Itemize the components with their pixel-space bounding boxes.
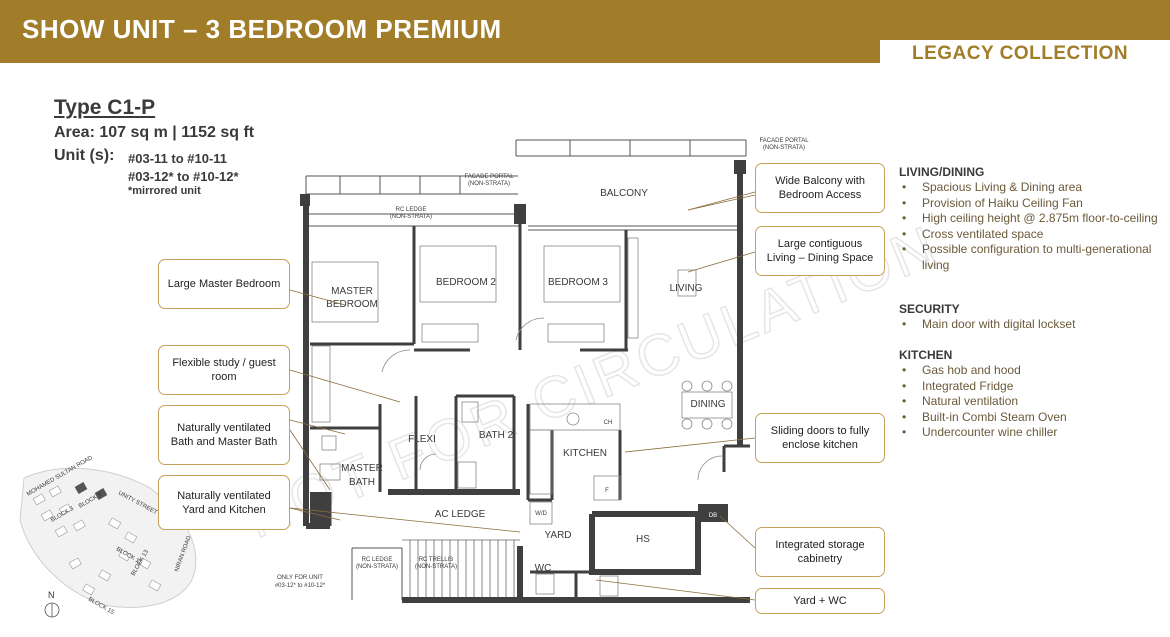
feature-item: Main door with digital lockset	[899, 317, 1075, 333]
room-bath2: BATH 2	[479, 430, 514, 441]
note-facade-mid-2: (NON-STRATA)	[763, 145, 805, 151]
callout-bath: Naturally ventilated Bath and Master Bat…	[158, 405, 290, 465]
feature-item: Cross ventilated space	[899, 227, 1158, 243]
callout-master-bedroom: Large Master Bedroom	[158, 259, 290, 309]
room-flexi: FLEXI	[408, 434, 436, 445]
room-master-bath-2: BATH	[349, 477, 375, 488]
feature-item: Provision of Haiku Ceiling Fan	[899, 196, 1158, 212]
collection-tab	[880, 40, 1170, 68]
mirrored-note: *mirrored unit	[128, 185, 201, 197]
feature-item: Natural ventilation	[899, 394, 1067, 410]
note-rc-trellis-2: (NON-STRATA)	[415, 564, 457, 570]
page-title: SHOW UNIT – 3 BEDROOM PREMIUM	[22, 14, 502, 44]
room-master-bath-1: MASTER	[341, 463, 383, 474]
feature-item: Possible configuration to multi-generati…	[899, 242, 1158, 258]
room-dining: DINING	[691, 399, 726, 410]
collection-label: LEGACY COLLECTION	[912, 43, 1129, 64]
furniture	[311, 237, 733, 597]
feature-heading-kitchen: KITCHEN	[899, 348, 953, 362]
note-facade-mid-1: FACADE PORTAL	[759, 138, 809, 144]
note-rc-ledge-top-2: (NON-STRATA)	[390, 214, 432, 220]
room-yard: YARD	[544, 530, 571, 541]
callout-study: Flexible study / guest room	[158, 345, 290, 395]
label-ch: CH	[604, 420, 613, 426]
units-label: Unit (s):	[54, 147, 115, 164]
callout-sliding: Sliding doors to fully enclose kitchen	[755, 413, 885, 463]
room-balcony: BALCONY	[600, 188, 648, 199]
note-rc-ledge-bottom-2: (NON-STRATA)	[356, 564, 398, 570]
feature-list-security: Main door with digital lockset	[899, 317, 1075, 333]
feature-item: Gas hob and hood	[899, 363, 1067, 379]
leader-lines	[289, 191, 756, 601]
unit-range-1: #03-11 to #10-11	[128, 151, 228, 166]
unit-range-2: #03-12* to #10-12*	[128, 169, 239, 184]
room-hs: HS	[636, 534, 650, 545]
room-wc: WC	[535, 563, 552, 574]
room-master-1: MASTER	[331, 286, 373, 297]
unit-type-title: Type C1-P	[54, 96, 156, 119]
feature-item: Spacious Living & Dining area	[899, 180, 1158, 196]
label-wd: W/D	[535, 511, 547, 517]
note-facade-top-1: FACADE PORTAL	[464, 174, 514, 180]
feature-heading-living-dining: LIVING/DINING	[899, 165, 985, 179]
feature-heading-security: SECURITY	[899, 302, 960, 316]
room-ac-ledge: AC LEDGE	[435, 509, 486, 520]
feature-item: Integrated Fridge	[899, 379, 1067, 395]
note-rc-ledge-bottom-1: RC LEDGE	[362, 557, 393, 563]
room-kitchen: KITCHEN	[563, 448, 607, 459]
rc-trellis	[402, 539, 520, 600]
feature-list-living-dining: Spacious Living & Dining area Provision …	[899, 180, 1158, 273]
feature-list-kitchen: Gas hob and hood Integrated Fridge Natur…	[899, 363, 1067, 441]
label-f: F	[605, 488, 609, 494]
inner-walls	[310, 204, 750, 600]
columns	[300, 160, 746, 526]
note-only-unit-1: ONLY FOR UNIT	[277, 575, 323, 581]
feature-item: High ceiling height @ 2.875m floor-to-ce…	[899, 211, 1158, 227]
note-facade-top-2: (NON-STRATA)	[468, 181, 510, 187]
callout-yard-wc: Yard + WC	[755, 588, 885, 614]
feature-item: Built-in Combi Steam Oven	[899, 410, 1067, 426]
note-rc-ledge-top-1: RC LEDGE	[396, 207, 427, 213]
site-plan: MOHAMED SULTAN ROAD UNITY STREET NIRAN R…	[19, 455, 197, 618]
callout-yard-kitchen: Naturally ventilated Yard and Kitchen	[158, 475, 290, 530]
room-living: LIVING	[670, 283, 703, 294]
callout-living: Large contiguous Living – Dining Space	[755, 226, 885, 276]
label-db: DB	[709, 513, 717, 519]
note-rc-trellis-1: RC TRELLIS	[419, 557, 454, 563]
unit-area: Area: 107 sq m | 1152 sq ft	[54, 124, 255, 141]
room-master-2: BEDROOM	[326, 299, 378, 310]
feature-item: Undercounter wine chiller	[899, 425, 1067, 441]
feature-item-continued: living	[922, 257, 950, 272]
header-banner: SHOW UNIT – 3 BEDROOM PREMIUM	[0, 0, 1170, 63]
note-only-unit-2: #03-12* to #10-12*	[275, 583, 326, 589]
room-bedroom3: BEDROOM 3	[548, 277, 608, 288]
room-bedroom2: BEDROOM 2	[436, 277, 496, 288]
callout-storage: Integrated storage cabinetry	[755, 527, 885, 577]
callout-balcony: Wide Balcony with Bedroom Access	[755, 163, 885, 213]
north-label: N	[48, 590, 55, 600]
